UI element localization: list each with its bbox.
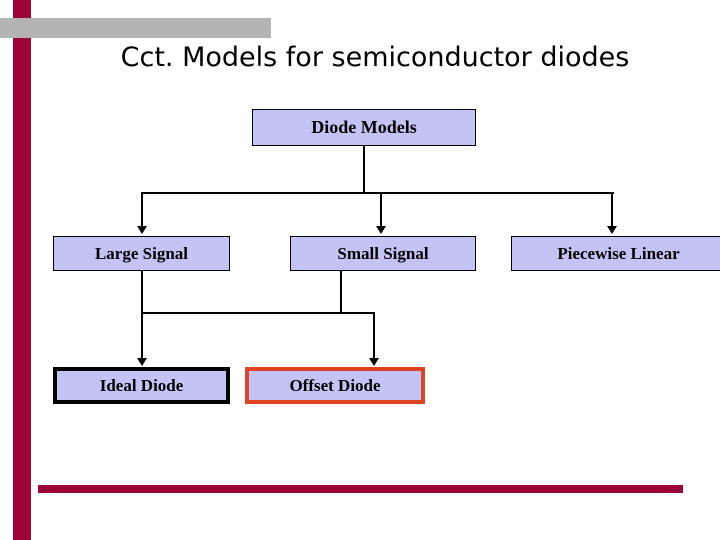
connector-level2-bus [141, 312, 375, 314]
arrowhead-ideal-diode [137, 358, 147, 366]
node-ideal-diode[interactable]: Ideal Diode [53, 367, 230, 404]
arrowhead-small-signal [376, 226, 386, 234]
connector-drop-piecewise [611, 192, 613, 228]
connector-drop-ideal [141, 312, 143, 362]
node-piecewise-linear[interactable]: Piecewise Linear [511, 236, 720, 271]
arrowhead-offset-diode [369, 358, 379, 366]
connector-level1-bus [142, 192, 614, 194]
top-gray-bar [0, 18, 271, 38]
node-offset-diode[interactable]: Offset Diode [245, 367, 425, 404]
node-large-signal[interactable]: Large Signal [53, 236, 230, 271]
bottom-accent-rule [38, 485, 683, 493]
connector-drop-small [380, 192, 382, 228]
node-diode-models[interactable]: Diode Models [252, 109, 476, 146]
connector-drop-offset [373, 312, 375, 362]
arrowhead-piecewise-linear [607, 226, 617, 234]
node-small-signal[interactable]: Small Signal [290, 236, 476, 271]
connector-drop-large [141, 192, 143, 228]
connector-large-stem [141, 271, 143, 314]
arrowhead-large-signal [137, 226, 147, 234]
connector-small-stem [340, 271, 342, 314]
connector-root-stem [363, 146, 365, 194]
left-accent-bar [13, 0, 31, 540]
page-title: Cct. Models for semiconductor diodes [120, 42, 630, 73]
